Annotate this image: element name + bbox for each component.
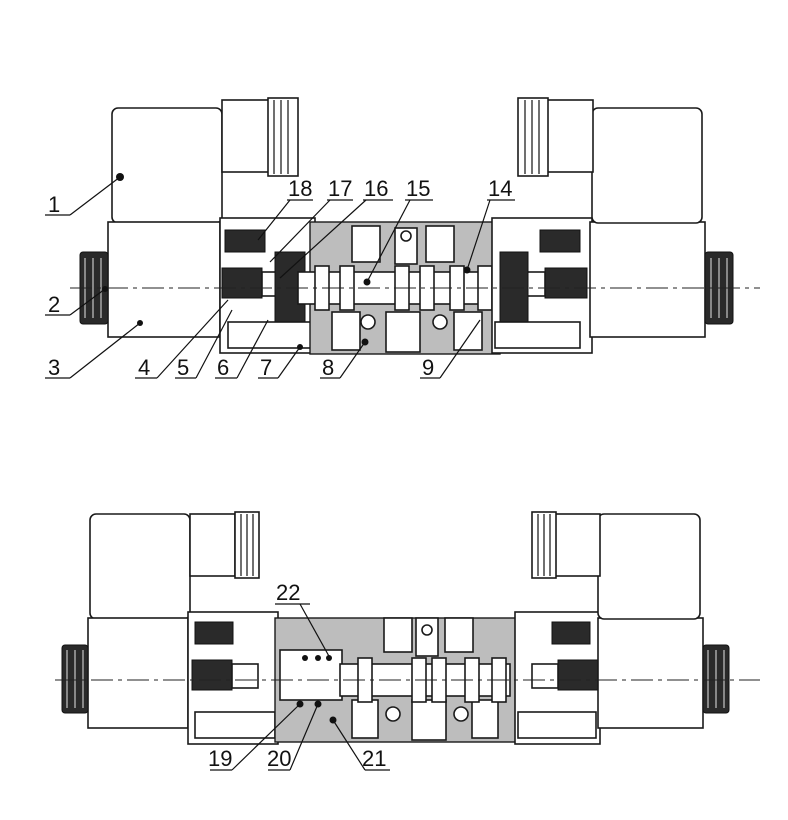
bottom-left-operator: [187, 611, 279, 745]
bottom-left-coil-connector: [89, 511, 260, 620]
bottom-right-coil-connector: [531, 511, 701, 620]
bottom-right-solenoid: [597, 617, 730, 729]
right-operator: [491, 217, 593, 354]
label-21: 21: [362, 746, 386, 771]
label-16: 16: [364, 176, 388, 201]
left-solenoid: [79, 221, 221, 338]
label-18: 18: [288, 176, 312, 201]
top-labels: 1 2 3 4 5 6 7 8 9 18 17 16 15 14: [48, 176, 512, 380]
bottom-right-operator: [514, 611, 601, 745]
label-4: 4: [138, 355, 150, 380]
bottom-valve-assembly: [55, 511, 760, 745]
label-3: 3: [48, 355, 60, 380]
bottom-labels: 22 19 20 21: [208, 580, 386, 771]
right-solenoid: [589, 221, 734, 338]
top-valve-body: [309, 221, 501, 355]
right-coil-connector: [517, 97, 703, 224]
bottom-leader-lines: [210, 603, 390, 771]
left-coil-connector: [111, 97, 299, 224]
label-6: 6: [217, 355, 229, 380]
label-20: 20: [267, 746, 291, 771]
label-5: 5: [177, 355, 189, 380]
top-valve-assembly: [70, 97, 760, 355]
label-15: 15: [406, 176, 430, 201]
bottom-left-solenoid: [61, 617, 189, 729]
label-8: 8: [322, 355, 334, 380]
label-19: 19: [208, 746, 232, 771]
label-17: 17: [328, 176, 352, 201]
label-1: 1: [48, 192, 60, 217]
label-14: 14: [488, 176, 512, 201]
label-9: 9: [422, 355, 434, 380]
top-leader-lines: [45, 173, 515, 379]
label-7: 7: [260, 355, 272, 380]
label-2: 2: [48, 292, 60, 317]
label-22: 22: [276, 580, 300, 605]
